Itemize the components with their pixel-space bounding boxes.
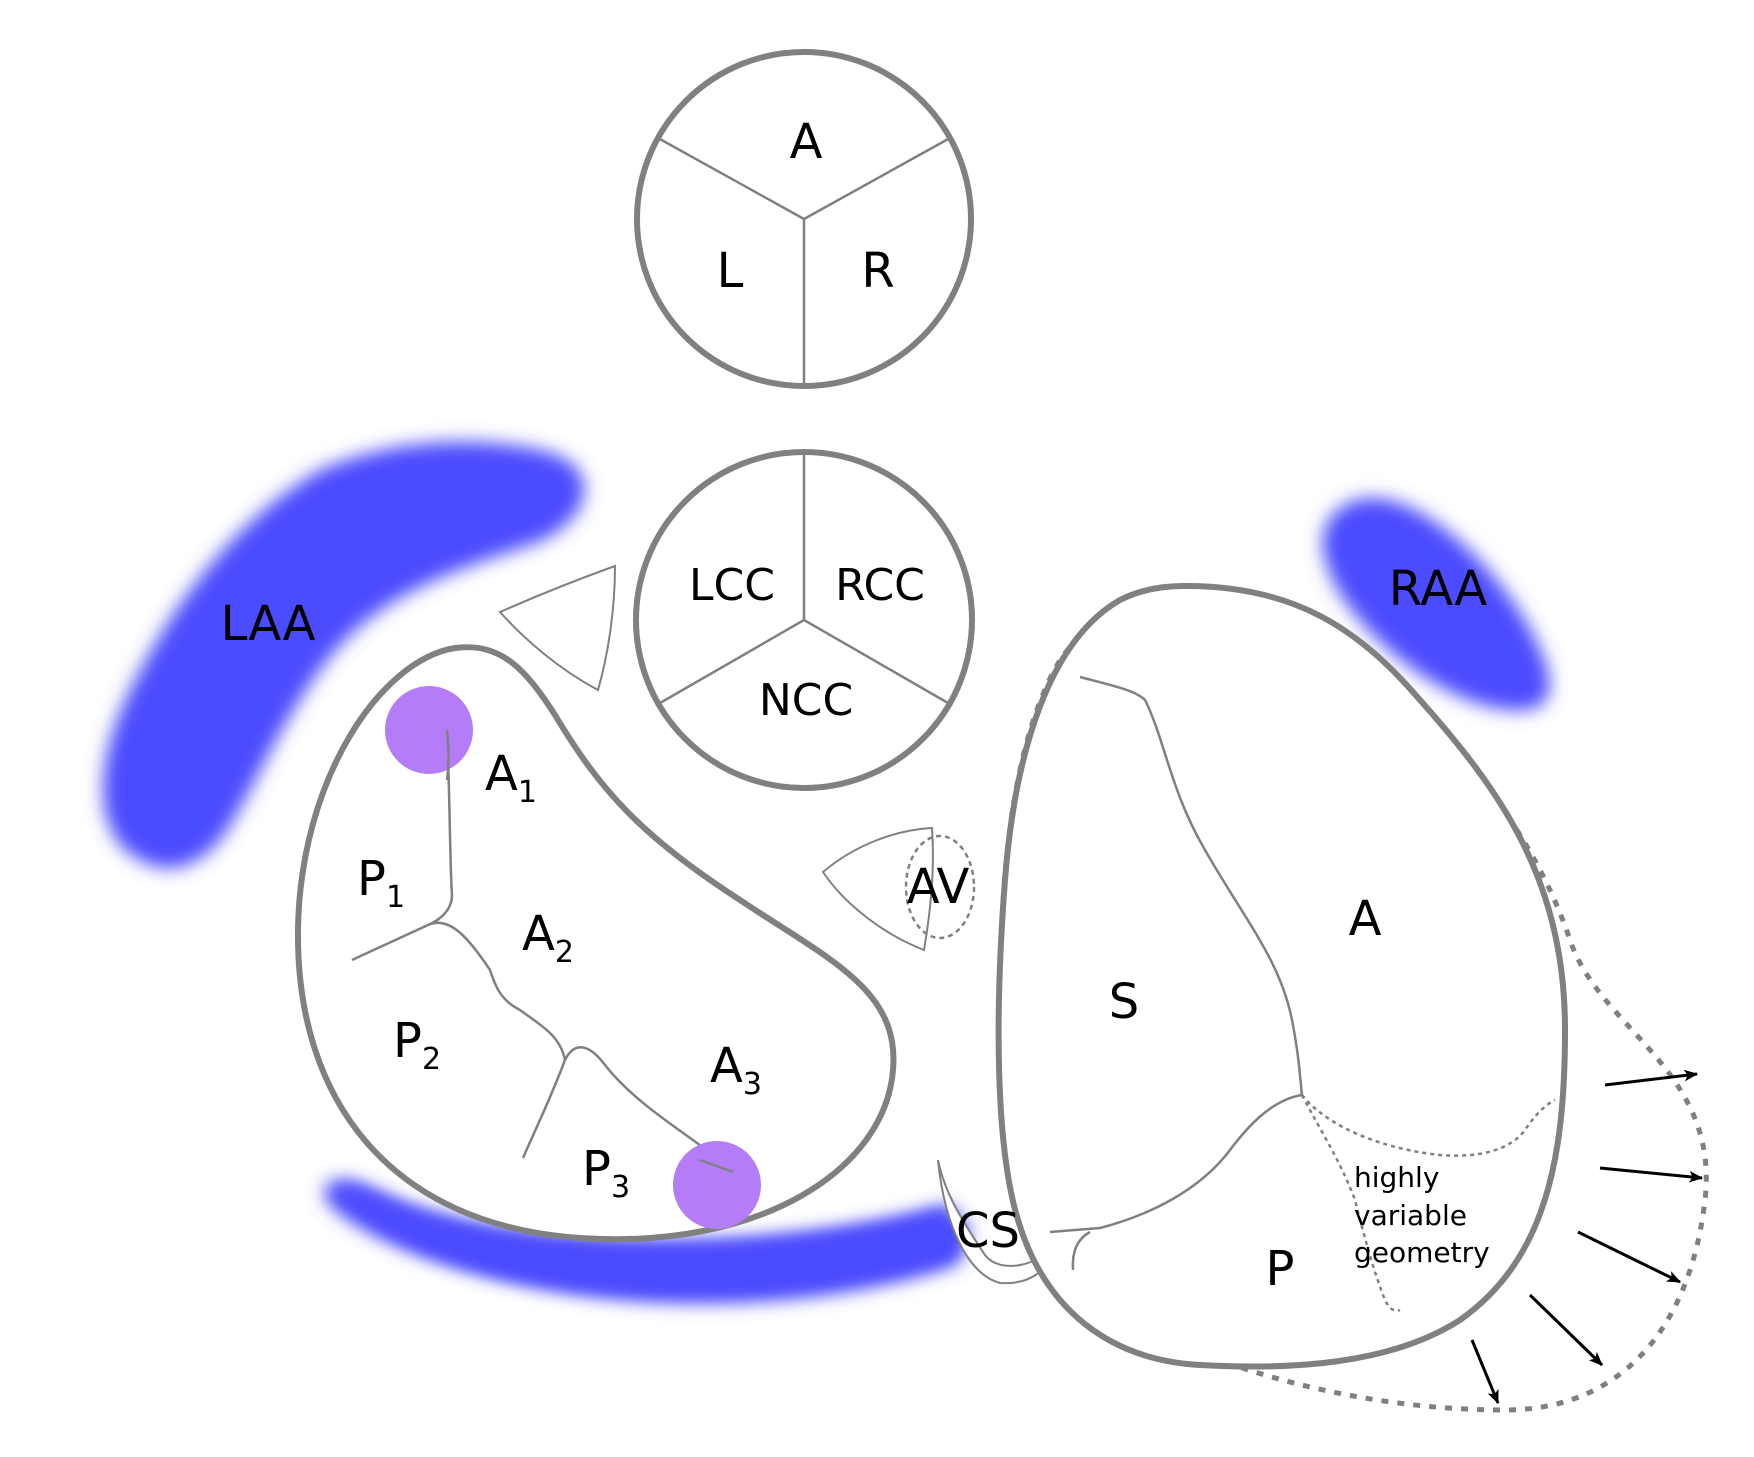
dilation-arrow bbox=[1470, 1339, 1500, 1405]
av-node-label: AV bbox=[907, 859, 970, 915]
dilation-arrow bbox=[1599, 1166, 1704, 1183]
aortic-left-label: L bbox=[717, 243, 744, 299]
scallop-p1-label: P1 bbox=[357, 851, 405, 915]
tricuspid-valve bbox=[995, 582, 1569, 1370]
left-atrial-appendage-shape bbox=[103, 441, 585, 869]
aortic-cusps-circle bbox=[633, 449, 975, 791]
dilation-arrows bbox=[1470, 1069, 1704, 1405]
aortic-anterior-label: A bbox=[790, 114, 823, 170]
scallop-a3-label: A3 bbox=[710, 1038, 762, 1102]
noncoronary-cusp-label: NCC bbox=[759, 675, 853, 726]
right-atrial-appendage-shape bbox=[1322, 497, 1550, 711]
scallop-a2-label: A2 bbox=[522, 906, 574, 970]
right-coronary-cusp-label: RCC bbox=[835, 560, 925, 611]
scallop-a1-label: A1 bbox=[485, 746, 537, 810]
dilation-arrow bbox=[1577, 1230, 1682, 1284]
left-fibrous-trigone bbox=[498, 564, 617, 692]
posteromedial-commissure-marker bbox=[673, 1141, 761, 1229]
scallop-p3-label: P3 bbox=[582, 1141, 630, 1205]
right-fibrous-trigone bbox=[821, 826, 934, 952]
variable-geometry-note-line-3: geometry bbox=[1354, 1236, 1490, 1269]
coronary-sinus-label: CS bbox=[956, 1203, 1020, 1259]
tricuspid-anterior-label: A bbox=[1349, 891, 1382, 947]
scallop-p2-label: P2 bbox=[393, 1013, 441, 1077]
variable-geometry-note-line-2: variable bbox=[1354, 1199, 1467, 1232]
laa-label: LAA bbox=[221, 596, 316, 652]
tricuspid-septal-label: S bbox=[1109, 974, 1139, 1030]
aortic-right-label: R bbox=[861, 243, 894, 299]
anterolateral-commissure-marker bbox=[385, 686, 473, 774]
tricuspid-posterior-label: P bbox=[1266, 1241, 1295, 1297]
mitral-valve bbox=[294, 644, 897, 1243]
left-coronary-cusp-label: LCC bbox=[689, 560, 775, 611]
raa-label: RAA bbox=[1389, 561, 1488, 617]
dilation-arrow bbox=[1604, 1069, 1699, 1087]
dilation-arrow bbox=[1528, 1293, 1604, 1367]
aortic-valve-schematic bbox=[634, 49, 974, 389]
av-node-outline bbox=[904, 834, 976, 940]
variable-geometry-note-line-1: highly bbox=[1354, 1161, 1439, 1194]
coronary-sinus-band-body bbox=[324, 1179, 955, 1293]
